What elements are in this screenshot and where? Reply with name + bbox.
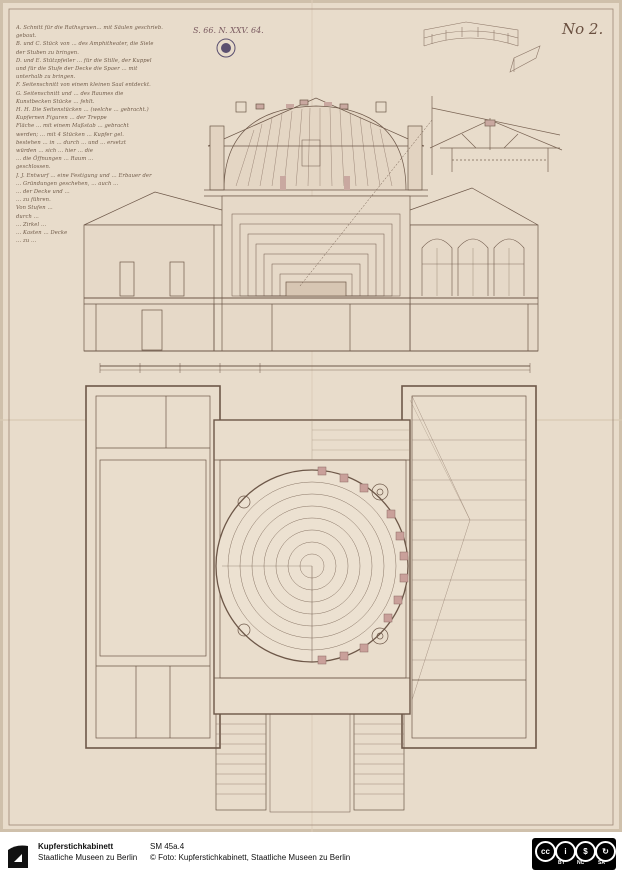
- legend-line: unterhalb zu bringen.: [16, 74, 76, 81]
- legend-line: Von Stufen ...: [16, 205, 53, 212]
- object-meta: SM 45a.4 © Foto: Kupferstichkabinett, St…: [150, 841, 350, 863]
- truss-detail: [429, 96, 563, 175]
- legend-line: bestehen ... in ... durch ... und ... er…: [16, 139, 127, 146]
- floor-plan: [85, 385, 537, 813]
- photo-credit: © Foto: Kupferstichkabinett, Staatliche …: [150, 853, 351, 862]
- inventory-mark: S. 66. N. XXV. 64.: [193, 26, 264, 35]
- legend-line: gebaut.: [16, 33, 37, 40]
- legend-line: ... Zirkel ...: [16, 221, 47, 228]
- legend-line: ... Gründungen geschehen, ... auch ...: [16, 180, 119, 187]
- license-badge[interactable]: cc i $ ↻ BY NC SA: [532, 838, 616, 870]
- museum-logo-icon: [8, 845, 28, 868]
- architectural-drawing: [0, 0, 622, 832]
- sheet-number: No 2.: [562, 20, 604, 38]
- nc-label: NC: [577, 860, 585, 866]
- cc-icon: cc: [535, 841, 556, 862]
- legend-line: ... Kasten ... Decke: [16, 230, 68, 237]
- legend-line: Kunstbecken Stücke ... fehlt.: [16, 98, 95, 105]
- legend-line: ... zu führen.: [16, 197, 51, 204]
- legend-line: J. J. Entwurf ... eine Festigung und ...…: [16, 172, 152, 179]
- legend-line: und für die Stufe der Decke die Spaer ..…: [16, 66, 138, 73]
- legend-line: A. Schnitt für die Rathsgruen... mit Säu…: [16, 25, 163, 31]
- legend-line: B. und C. Stück von ... des Amphitheater…: [16, 41, 154, 48]
- legend-line: H. H. Die Seitenstücken ... (welche ... …: [16, 107, 149, 114]
- nc-icon: $: [575, 841, 596, 862]
- institution-sub: Staatliche Museen zu Berlin: [38, 853, 138, 862]
- legend-line: der Stuben zu bringen.: [16, 49, 79, 56]
- legend-line: ... die Öffnungen ... Raum ...: [16, 156, 94, 163]
- legend-line: D. und E. Stützpfeiler ... für die Still…: [16, 57, 152, 64]
- sa-label: SA: [598, 860, 605, 866]
- legend-line: Kupfernen Figuren ... der Treppe: [16, 115, 107, 122]
- legend-line: durch ...: [16, 213, 39, 220]
- sa-icon: ↻: [595, 841, 616, 862]
- legend-line: würden ... sich ... hier ... die: [16, 148, 94, 155]
- legend-line: Fläche ... mit einem Maßstab ... gebrach…: [16, 123, 129, 130]
- drawing-sheet: A. Schnitt für die Rathsgruen... mit Säu…: [0, 0, 622, 832]
- rotunda-piers: [317, 466, 409, 665]
- legend-line: G. Seitenschnitt und ... des Raumes die: [16, 90, 124, 97]
- section-elevation: [83, 97, 539, 373]
- by-icon: i: [555, 841, 576, 862]
- legend-line: geschlossen.: [16, 164, 51, 171]
- by-label: BY: [558, 860, 565, 866]
- collection-stamp: [216, 38, 236, 58]
- credit-footer: Kupferstichkabinett Staatliche Museen zu…: [0, 832, 622, 878]
- legend-line: ... zu ...: [16, 238, 37, 245]
- object-id: SM 45a.4: [150, 842, 185, 851]
- institution-block: Kupferstichkabinett Staatliche Museen zu…: [38, 841, 137, 863]
- institution-name: Kupferstichkabinett: [38, 842, 114, 851]
- legend-line: F. Seitenschnitt von einem kleinen Saal …: [16, 82, 151, 89]
- legend-line: werden; ... mit 4 Stücken ... Kupfer gel…: [16, 131, 124, 138]
- legend-notes: A. Schnitt für die Rathsgruen... mit Säu…: [16, 24, 211, 245]
- roof-sketch: [423, 21, 541, 73]
- legend-line: ... der Decke und ...: [16, 189, 70, 196]
